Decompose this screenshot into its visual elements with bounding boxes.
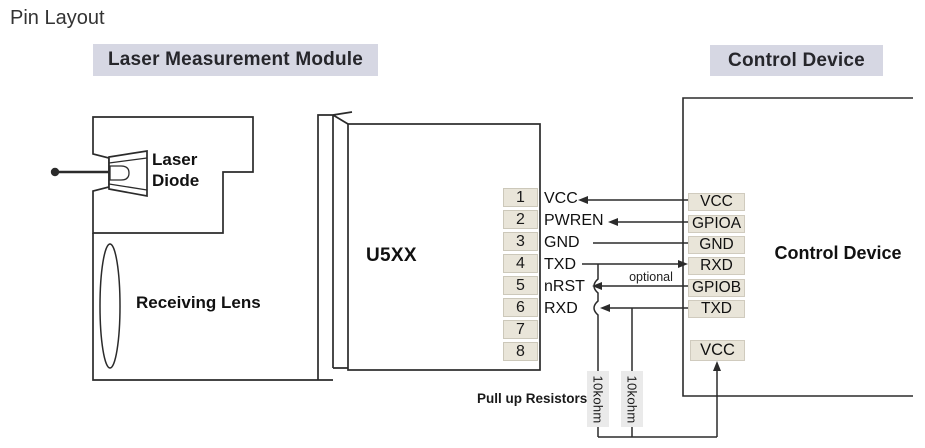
chip-signal-gnd: GND [544,233,580,251]
resistor-2-value: 10kohm [624,374,640,424]
control-pin-rxd: RXD [688,257,745,275]
receiving-lens-label: Receiving Lens [136,293,261,312]
control-pin-gpiob: GPIOB [688,279,745,297]
chip-signal-vcc: VCC [544,189,578,207]
arrow-pwren-left [608,218,618,226]
control-pin-vcc: VCC [688,193,745,211]
chip-pin-3: 3 [503,232,538,251]
control-device-box [682,97,913,397]
arrow-nrst-left [592,282,602,290]
chip-signal-rxd: RXD [544,299,578,317]
chip-pin-2: 2 [503,210,538,229]
arrow-vcc-left [578,196,588,204]
chip-pin-4: 4 [503,254,538,273]
laser-diode-can [109,165,130,181]
control-pin-gpioa: GPIOA [688,215,745,233]
laser-diode-package-lines [108,157,148,191]
module-body-outline [92,111,353,381]
chip-pin-5: 5 [503,276,538,295]
chip-signal-nrst: nRST [544,277,585,295]
module-header-label: Laser Measurement Module [93,44,378,76]
laser-diode-label: Laser Diode [152,150,200,190]
pull-up-resistors-label: Pull up Resistors [477,391,588,406]
receiving-lens-ellipse [99,243,121,369]
page-title: Pin Layout [10,7,105,29]
arrow-rxd-left [600,304,610,312]
resistor-1-value: 10kohm [590,374,606,424]
chip-pin-7: 7 [503,320,538,339]
optional-label: optional [629,270,673,284]
pullup-resistor-1: 10kohm [587,371,609,427]
control-pin-txd: TXD [688,300,745,318]
pullup-resistor-2: 10kohm [621,371,643,427]
chip-pin-1: 1 [503,188,538,207]
control-device-label: Control Device [774,243,902,263]
wire-pullup-bus [597,364,718,438]
control-pin-gnd: GND [688,236,745,254]
chip-name-label: U5XX [366,245,417,266]
chip-signal-pwren: PWREN [544,211,604,229]
arrow-vcc-up [713,361,721,371]
laser-beam-dot [50,167,60,177]
arrow-rxd-right [678,260,688,268]
chip-pin-6: 6 [503,298,538,317]
control-header-label: Control Device [710,45,883,76]
wire-pullup-branch-1 [593,264,599,371]
chip-pin-8: 8 [503,342,538,361]
vcc-supply-box: VCC [690,340,745,361]
chip-signal-txd: TXD [544,255,576,273]
